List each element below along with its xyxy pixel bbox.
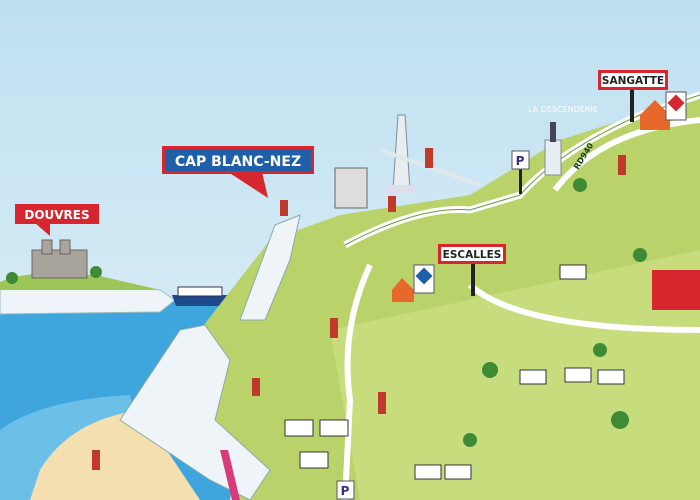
label-douvres[interactable]: DOUVRES xyxy=(15,204,99,236)
fields xyxy=(330,250,700,500)
road-south xyxy=(342,263,373,500)
house-escalles xyxy=(392,278,414,302)
svg-text:P: P xyxy=(341,484,350,498)
road-sangatte xyxy=(552,117,700,192)
label-escalles[interactable]: ESCALLES xyxy=(438,244,506,296)
ferry xyxy=(172,286,232,306)
road-edge xyxy=(344,94,700,246)
house-sangatte xyxy=(640,100,670,130)
road-east xyxy=(467,282,700,333)
escalles-text: ESCALLES xyxy=(443,249,502,261)
red-building xyxy=(652,270,700,310)
label-sangatte[interactable]: SANGATTE xyxy=(598,70,668,122)
observation-tower xyxy=(334,167,368,209)
trees xyxy=(6,178,647,447)
tourist-info-sign xyxy=(665,91,687,121)
sangatte-text: SANGATTE xyxy=(602,75,664,87)
obelisk-monument xyxy=(386,114,416,193)
la-descenderie-label: LA DESCENDERIE xyxy=(528,105,598,114)
cap-blanc-nez-text: CAP BLANC-NEZ xyxy=(175,154,301,170)
people xyxy=(92,148,626,470)
beach xyxy=(30,410,200,500)
cows xyxy=(284,264,625,480)
coast-cliff xyxy=(119,324,271,500)
parking-sign: P xyxy=(511,150,530,194)
label-cap-blanc-nez[interactable]: CAP BLANC-NEZ xyxy=(162,146,314,198)
cap-cliff xyxy=(239,214,301,321)
svg-text:P: P xyxy=(516,154,525,168)
parking-sign: P xyxy=(336,480,355,500)
kite xyxy=(220,450,240,500)
statue-monument xyxy=(544,122,562,176)
dover-castle xyxy=(31,239,88,279)
douvres-text: DOUVRES xyxy=(24,208,89,222)
tourist-info-sign xyxy=(413,264,435,294)
